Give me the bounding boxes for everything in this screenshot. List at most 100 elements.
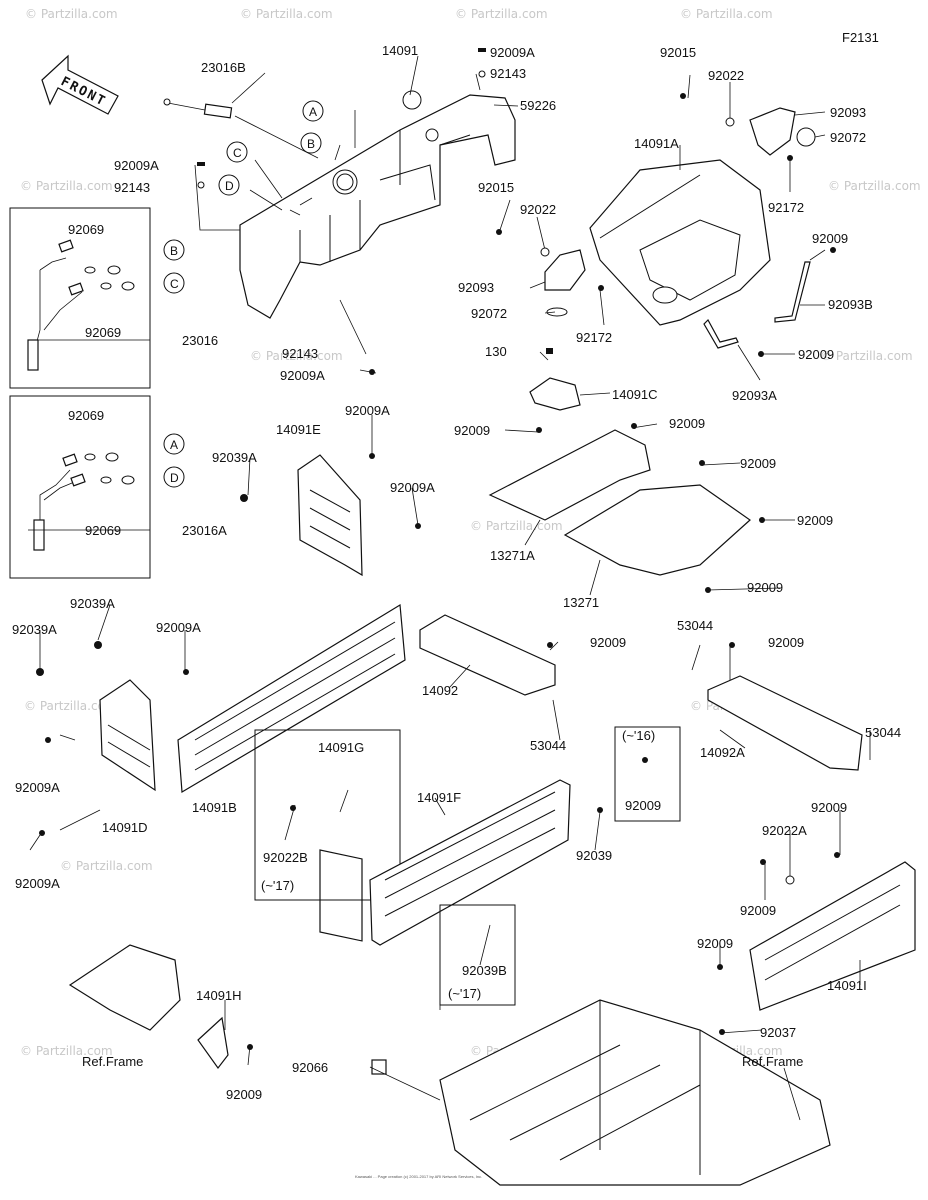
label-92069: 92069 [85,523,121,538]
clip-92072-icon [796,127,816,147]
label-92069: 92069 [68,222,104,237]
callout-B-icon: B [300,132,322,154]
label-92143: 92143 [490,66,526,81]
inset-box-17 [254,729,401,901]
part-13271A-panel [488,429,651,521]
label-92009A: 92009A [114,158,159,173]
label-92009A: 92009A [490,45,535,60]
label-92009: 92009 [811,800,847,815]
watermark: © Partzilla.com [470,519,563,533]
note-17: (~'17) [448,986,481,1001]
part-23016-harness [27,239,84,371]
label-92009: 92009 [768,635,804,650]
callout-C-icon: C [163,272,185,294]
watermark: © Partzilla.com [455,7,548,21]
watermark: © Partzilla.com [250,349,343,363]
label-92172: 92172 [768,200,804,215]
label-92009A: 92009A [156,620,201,635]
part-92093-bracket-top [749,107,796,156]
bolt-icons [36,48,840,1050]
label-92009: 92009 [747,580,783,595]
label-53044: 53044 [865,725,901,740]
note-17: (~'17) [261,878,294,893]
label-92015: 92015 [478,180,514,195]
label-92143: 92143 [282,346,318,361]
label-14091A: 14091A [634,136,679,151]
watermark: © Partzilla.com [20,1044,113,1058]
label-130: 130 [485,344,507,359]
label-92143: 92143 [114,180,150,195]
label-92009: 92009 [625,798,661,813]
watermark: © Partzilla.com [25,7,118,21]
footer-text: Kawasaki ... Page creation (c) 2001-2017… [355,1174,482,1179]
clip-92072-mid-icon [546,307,568,317]
label-92009: 92009 [590,635,626,650]
label-23016: 23016 [182,333,218,348]
watermark: © Partzilla.com [24,699,117,713]
label-14091B: 14091B [192,800,237,815]
inset-box-23016 [9,207,151,389]
label-14092: 14092 [422,683,458,698]
watermark: © Partzilla.com [680,7,773,21]
part-14092A-rail [707,675,863,771]
label-92022A: 92022A [762,823,807,838]
inset-box-23016A [9,395,151,579]
label-14091H: 14091H [196,988,242,1003]
svg-text:C: C [233,146,242,160]
label-59226: 59226 [520,98,556,113]
svg-text:D: D [225,179,234,193]
part-14091C-cover [529,377,581,411]
svg-text:A: A [170,438,178,452]
label-92039: 92039 [576,848,612,863]
label-92039A: 92039A [70,596,115,611]
label-92022: 92022 [520,202,556,217]
watermark: © Partzilla.com [240,7,333,21]
label-23016B: 23016B [201,60,246,75]
label-92066: 92066 [292,1060,328,1075]
part-13271-panel [563,484,751,576]
svg-text:C: C [170,277,179,291]
label-ref-frame: Ref.Frame [742,1054,803,1069]
part-92093-bracket-mid [544,249,586,291]
ref-frame-left-fragment [68,944,181,1031]
label-92039B: 92039B [462,963,507,978]
svg-text:B: B [170,244,178,258]
label-14092A: 14092A [700,745,745,760]
part-14091I-side-panel [749,861,916,1011]
part-14091F-side-panel [369,779,571,946]
ref-frame-right [439,999,831,1186]
part-92093A-rod [703,319,739,349]
part-14091D-panel [99,679,156,792]
label-92015: 92015 [660,45,696,60]
label-14091E: 14091E [276,422,321,437]
label-53044: 53044 [677,618,713,633]
label-92072: 92072 [830,130,866,145]
part-23016A-harness [33,453,86,551]
svg-text:A: A [309,105,317,119]
label-92009A: 92009A [15,780,60,795]
label-92172: 92172 [576,330,612,345]
watermark: © Partzilla.com [828,179,921,193]
part-labels: 23016B 14091 92009A 92143 59226 92015 92… [12,43,901,1179]
part-14091G-sheet [319,849,363,942]
label-14091D: 14091D [102,820,148,835]
label-92009A: 92009A [390,480,435,495]
label-92009: 92009 [798,347,834,362]
label-92093B: 92093B [828,297,873,312]
label-92039A: 92039A [212,450,257,465]
label-92009: 92009 [226,1087,262,1102]
part-14092-rail [419,614,556,696]
label-14091: 14091 [382,43,418,58]
label-92009: 92009 [669,416,705,431]
label-92093A: 92093A [732,388,777,403]
part-14091B-side-panel [177,603,406,794]
watermark: © Partzilla.com [60,859,153,873]
part-14091H-guard [197,1016,229,1070]
label-92037: 92037 [760,1025,796,1040]
part-14091-dash-panel [239,90,516,319]
label-53044: 53044 [530,738,566,753]
callout-D-icon: D [163,466,185,488]
figure-code: F2131 [842,30,879,45]
label-92069: 92069 [68,408,104,423]
label-14091G: 14091G [318,740,364,755]
